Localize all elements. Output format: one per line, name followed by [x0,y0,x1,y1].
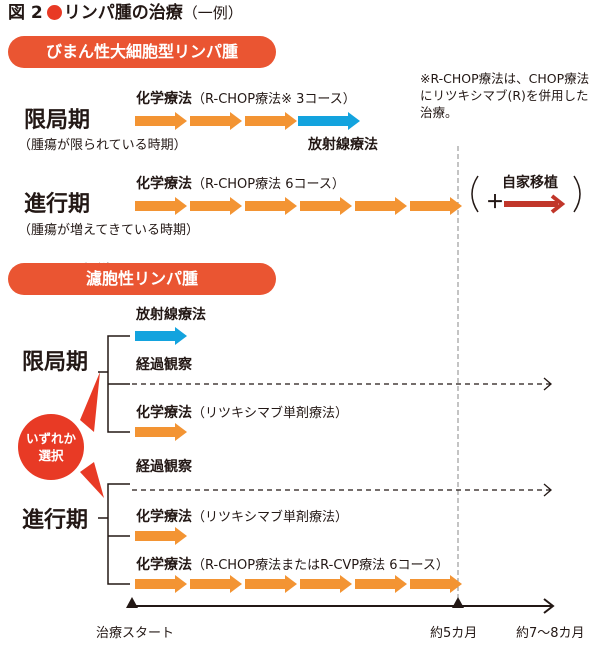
choose-one-badge: いずれか 選択 [18,414,84,480]
chemo-detail: （R-CHOP療法※ 3コース） [192,92,356,107]
chemo-course-arrow [190,112,242,130]
chemo-detail: （R-CHOP療法 6コース） [192,177,345,192]
chemo-course-arrow [410,575,462,593]
timeline-mid-marker [452,597,464,608]
limited-watch-arrowhead [543,377,552,391]
figure-title: 図 2 リンパ腫の治療（一例） [8,2,243,24]
chemo-detail: （R-CHOP療法またはR-CVP療法 6コース） [192,558,449,573]
badge-pointer-down [80,462,104,498]
follicular-section-label: 濾胞性リンパ腫 [8,263,276,295]
course-arrows [135,112,462,593]
transplant-paren-left [471,175,479,213]
figure-title-note: （一例） [182,4,243,22]
follicular-limited-watch: 経過観察 [136,357,192,373]
plus-sign: ＋ [486,192,504,213]
chemo-course-arrow [190,575,242,593]
timeline-start-label: 治療スタート [96,626,175,641]
advanced-watch-arrowhead [543,483,552,497]
follicular-advanced-chemo2: 化学療法（R-CHOP療法またはR-CVP療法 6コース） [136,556,449,575]
timeline-mid-label: 約5カ月 [430,626,478,641]
timeline-end-label: 約7〜8カ月 [516,626,585,641]
radiation-arrow [298,112,360,130]
chemo-course-arrow [355,575,407,593]
chemo-course-arrow [135,527,187,545]
chemo-course-arrow [300,197,352,215]
chemo-course-arrow [135,197,187,215]
dlbcl-advanced-desc: （腫瘍が増えてきている時期） [18,223,199,238]
chemo-course-arrow [135,575,187,593]
dlbcl-advanced-chemo: 化学療法（R-CHOP療法 6コース） [136,175,345,194]
dlbcl-limited-stage: 限局期 [24,108,91,133]
dlbcl-limited-chemo: 化学療法（R-CHOP療法※ 3コース） [136,90,356,109]
chemo-label: 化学療法 [136,557,192,573]
choose-badge-line2: 選択 [38,448,64,463]
follicular-advanced-watch: 経過観察 [136,459,192,475]
dlbcl-limited-desc: （腫瘍が限られている時期） [18,138,187,153]
chemo-detail: （リツキシマブ単剤療法） [192,406,349,421]
chemo-course-arrow [410,197,462,215]
chemo-course-arrow [190,197,242,215]
follicular-advanced-chemo1: 化学療法（リツキシマブ単剤療法） [136,508,348,527]
chemo-course-arrow [135,423,187,441]
radiation-arrow [135,327,187,345]
badge-pointer-up [80,372,100,432]
follicular-limited-radiation: 放射線療法 [136,307,206,323]
chemo-label: 化学療法 [136,405,192,421]
chemo-course-arrow [135,112,187,130]
dlbcl-section-label: びまん性大細胞型リンパ腫 [8,36,276,68]
figure-main-title: リンパ腫の治療 [63,3,183,23]
transplant-label: 自家移植 [502,175,558,191]
rchop-footnote: ※R-CHOP療法は、CHOP療法にリツキシマブ(R)を併用した治療。 [420,71,590,120]
advanced-bracket [107,483,130,585]
chemo-course-arrow [245,112,297,130]
chemo-detail: （リツキシマブ単剤療法） [192,510,349,525]
chemo-label: 化学療法 [136,91,192,107]
dlbcl-advanced-stage: 進行期 [24,192,91,217]
chemo-course-arrow [245,197,297,215]
follicular-advanced-stage: 進行期 [22,508,89,533]
choose-badge-line1: いずれか [25,431,76,446]
follicular-limited-stage: 限局期 [22,350,89,375]
bullet-dot-icon [46,5,62,20]
chemo-course-arrow [245,575,297,593]
follicular-limited-chemo: 化学療法（リツキシマブ単剤療法） [136,404,348,423]
chemo-course-arrow [355,197,407,215]
timeline-start-marker [126,597,138,608]
transplant-paren-right [573,175,581,213]
chemo-course-arrow [300,575,352,593]
chemo-label: 化学療法 [136,509,192,525]
timeline-arrowhead [543,598,555,614]
transplant-arrowhead [550,194,566,214]
figure-number: 図 2 [8,3,43,23]
chemo-label: 化学療法 [136,176,192,192]
dlbcl-limited-radiation: 放射線療法 [308,137,378,153]
